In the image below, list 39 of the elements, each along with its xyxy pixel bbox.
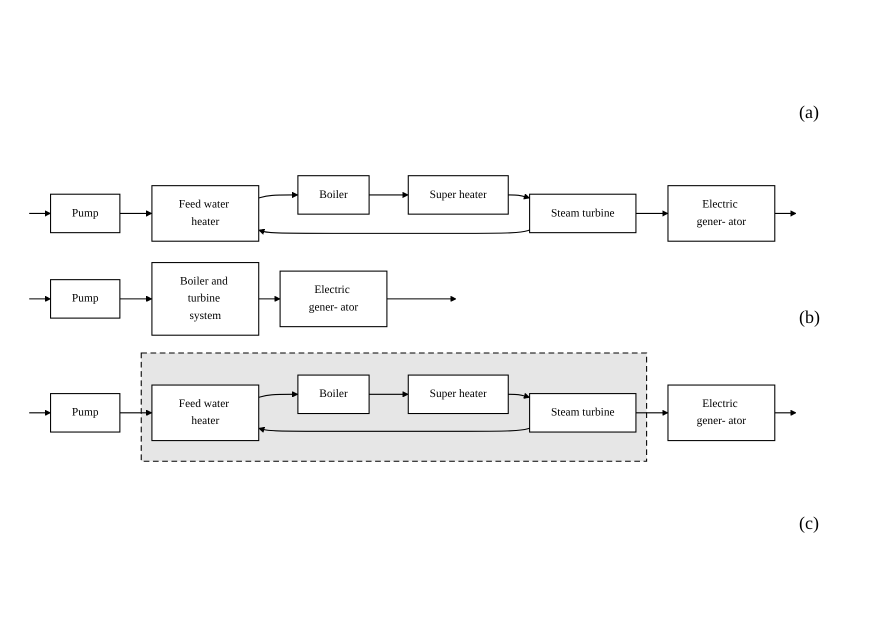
node-box: Boiler	[297, 174, 370, 214]
arrow	[258, 295, 280, 302]
node-box: Super heater	[408, 374, 509, 414]
arrow	[120, 295, 152, 302]
arrow	[258, 191, 298, 198]
arrow	[120, 210, 152, 216]
arrow	[386, 295, 456, 302]
node-box: Steam turbine	[529, 392, 636, 432]
arrow	[29, 409, 51, 416]
arrow	[258, 426, 530, 432]
arrow	[774, 210, 796, 216]
arrow	[636, 210, 668, 216]
node-box: Boiler	[297, 374, 370, 414]
arrow	[636, 409, 668, 416]
arrow	[369, 191, 409, 198]
node-box: Steam turbine	[529, 193, 636, 233]
arrow	[508, 392, 530, 398]
node-box: Electric gener- ator	[280, 270, 388, 327]
panel-label: (b)	[799, 307, 821, 328]
arrow	[120, 409, 152, 416]
node-box: Boiler and turbine system	[151, 262, 260, 336]
node-box: Electric gener- ator	[667, 384, 776, 441]
node-box: Feed water heater	[151, 384, 260, 441]
node-box: Electric gener- ator	[667, 184, 776, 242]
panel-label: (c)	[799, 512, 820, 534]
node-box: Pump	[50, 193, 120, 233]
arrow	[258, 390, 298, 398]
arrow	[29, 295, 51, 302]
panel-label: (a)	[799, 102, 820, 124]
arrow	[508, 192, 530, 199]
node-box: Pump	[50, 278, 120, 318]
arrow	[29, 210, 51, 216]
node-box: Super heater	[408, 174, 509, 214]
cluster	[140, 352, 648, 462]
node-box: Pump	[50, 392, 120, 432]
arrow	[369, 390, 409, 397]
node-box: Feed water heater	[151, 184, 260, 242]
arrow	[774, 409, 796, 416]
arrow	[258, 228, 530, 234]
